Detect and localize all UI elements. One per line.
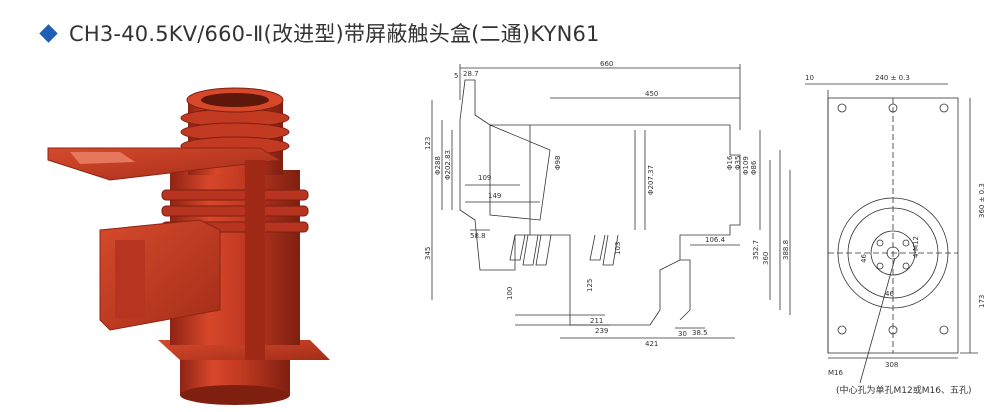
- front-view-drawing: 10 240 ± 0.3 360 ± 0.3 173 308 46 46 4-M…: [805, 74, 986, 383]
- title-text: CH3-40.5KV/660-Ⅱ(改进型)带屏蔽触头盒(二通)KYN61: [69, 22, 600, 46]
- dim-30: 30: [678, 330, 687, 338]
- dim-240: 240 ± 0.3: [875, 74, 910, 82]
- dim-239: 239: [595, 327, 608, 335]
- dim-4-m12: 4-M12: [912, 236, 920, 258]
- dim-phi109: Φ109: [742, 156, 750, 175]
- dim-308: 308: [885, 361, 898, 369]
- dim-352-7: 352.7: [752, 240, 760, 260]
- dim-450: 450: [645, 90, 658, 98]
- dim-phi35: Φ35: [734, 156, 742, 170]
- dim-5: 5: [454, 72, 458, 80]
- dim-103: 103: [614, 242, 622, 255]
- page-title: CH3-40.5KV/660-Ⅱ(改进型)带屏蔽触头盒(二通)KYN61: [38, 18, 600, 48]
- dim-m16: M16: [828, 369, 843, 377]
- diamond-bullet-icon: [39, 23, 58, 43]
- dim-38-5: 38.5: [692, 329, 708, 337]
- dim-125: 125: [586, 279, 594, 292]
- dim-46-horizontal: 46: [885, 290, 894, 298]
- dim-360: 360: [762, 252, 770, 265]
- dim-345: 345: [424, 247, 432, 260]
- center-hole-note: (中心孔为单孔M12或M16、五孔): [836, 386, 972, 396]
- dim-phi202-83: Φ202.83: [444, 150, 452, 180]
- dim-phi288: Φ288: [434, 156, 442, 175]
- dim-421: 421: [645, 340, 658, 348]
- dim-58-8: 58.8: [470, 232, 486, 240]
- dim-phi16: Φ16: [726, 155, 734, 170]
- dim-10: 10: [805, 74, 814, 82]
- dim-phi207-37: Φ207.37: [647, 165, 655, 195]
- dim-28-7: 28.7: [463, 70, 479, 78]
- dim-100: 100: [506, 287, 514, 300]
- side-view-drawing: 660 450 5 28.7 109 149 58.8 211 239 421 …: [424, 60, 791, 348]
- dim-360-tol: 360 ± 0.3: [978, 183, 986, 218]
- dim-388-8: 388.8: [782, 240, 790, 260]
- dim-211: 211: [590, 317, 603, 325]
- dim-149: 149: [488, 192, 501, 200]
- product-illustration: [47, 87, 330, 405]
- dim-660: 660: [600, 60, 613, 68]
- dim-123: 123: [424, 137, 432, 150]
- dim-phi86: Φ86: [750, 160, 758, 175]
- dim-46-vertical: 46: [860, 254, 868, 263]
- dim-109: 109: [478, 174, 491, 182]
- dim-173: 173: [978, 295, 986, 308]
- dim-phi98: Φ98: [554, 156, 562, 170]
- dim-106-4: 106.4: [705, 236, 726, 244]
